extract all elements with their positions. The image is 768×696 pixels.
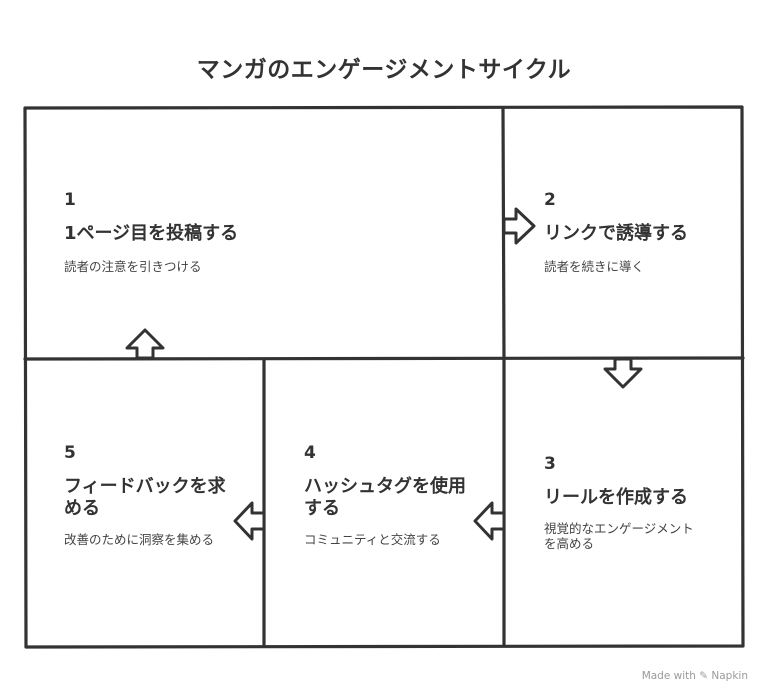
step-description: 読者の注意を引きつける [64, 259, 202, 274]
arrow-down-icon [603, 357, 643, 389]
step-number: 2 [544, 190, 556, 210]
step-heading: フィードバックを求める [64, 476, 226, 519]
step-description: コミュニティと交流する [304, 532, 441, 547]
step-number: 4 [304, 443, 316, 463]
arrow-left-icon [473, 501, 506, 541]
step-heading: 1ページ目を投稿する [64, 223, 239, 244]
step-description: 改善のために洞察を集める [64, 532, 215, 547]
step-heading: ハッシュタグを使用する [304, 476, 466, 519]
step-1: 1 1ページ目を投稿する 読者の注意を引きつける [64, 190, 484, 274]
step-number: 5 [64, 443, 76, 463]
step-number: 3 [544, 454, 556, 474]
outer-border [23, 105, 745, 649]
arrow-right-icon [502, 207, 536, 245]
napkin-credit: Made with ✎ Napkin [641, 670, 748, 682]
step-description: 読者を続きに導く [544, 259, 645, 274]
step-number: 1 [64, 190, 76, 210]
diagram-title: マンガのエンゲージメントサイクル [196, 57, 572, 83]
arrow-up-icon [125, 328, 165, 360]
step-description: 視覚的なエンゲージメントを高める [544, 521, 694, 551]
step-4: 4 ハッシュタグを使用する コミュニティと交流する [304, 443, 489, 547]
step-3: 3 リールを作成する 視覚的なエンゲージメントを高める [544, 454, 729, 551]
step-heading: リンクで誘導する [544, 223, 688, 244]
step-2: 2 リンクで誘導する 読者を続きに導く [544, 190, 729, 274]
middle-divider [23, 356, 745, 361]
step-heading: リールを作成する [544, 487, 688, 508]
arrow-left-icon-2 [233, 501, 266, 541]
step-5: 5 フィードバックを求める 改善のために洞察を集める [64, 443, 249, 547]
